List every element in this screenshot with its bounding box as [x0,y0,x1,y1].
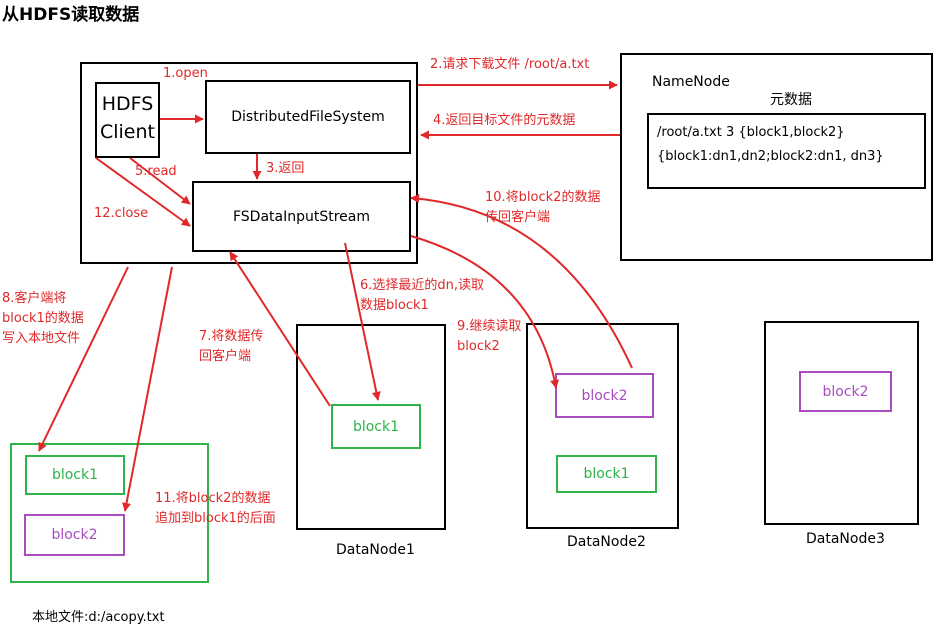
namenode-box [620,53,933,261]
step-9-label: 9.继续读取 block2 [457,319,522,354]
datanode2-block2: block2 [555,373,654,418]
local-file-label: 本地文件:d:/acopy.txt [32,610,165,625]
distributed-filesystem-box: DistributedFileSystem [205,80,411,154]
step-10-label: 10.将block2的数据 传回客户端 [485,190,601,225]
datanode3-box [764,321,919,525]
hdfs-client-box: HDFS Client [95,82,160,158]
step-6-label: 6.选择最近的dn,读取 数据block1 [360,278,485,313]
step-1-label: 1.open [163,66,208,81]
datanode1-label: DataNode1 [336,542,415,558]
local-block1: block1 [25,455,125,495]
step-12-label: 12.close [94,206,149,221]
distributed-filesystem-label: DistributedFileSystem [231,109,385,125]
datanode2-box [526,323,679,529]
metadata-title: 元数据 [770,92,812,108]
datanode2-label: DataNode2 [567,534,646,550]
metadata-line-2: {block1:dn1,dn2;block2:dn1, dn3} [657,149,884,164]
hdfs-client-label-line1: HDFS [101,93,154,115]
step-4-label: 4.返回目标文件的元数据 [433,113,576,128]
datanode3-label: DataNode3 [806,531,885,547]
datanode2-block1: block1 [556,455,657,493]
diagram-title: 从HDFS读取数据 [2,5,140,25]
hdfs-client-label-line2: Client [99,121,155,143]
datanode1-block1: block1 [331,404,421,449]
step-3-label: 3.返回 [266,161,305,176]
step-2-label: 2.请求下载文件 /root/a.txt [430,57,590,72]
fsdatainputstream-box: FSDataInputStream [192,181,411,252]
step-5-label: 5.read [135,164,177,179]
metadata-box: /root/a.txt 3 {block1,block2} {block1:dn… [647,113,926,189]
step-11-label: 11.将block2的数据 追加到block1的后面 [155,491,276,526]
namenode-title: NameNode [652,74,730,90]
local-block2: block2 [24,514,125,556]
datanode3-block2: block2 [799,371,892,412]
fsdatainputstream-label: FSDataInputStream [232,208,371,225]
step-7-label: 7.将数据传 回客户端 [199,329,264,364]
metadata-line-1: /root/a.txt 3 {block1,block2} [657,125,845,140]
step-8-label: 8.客户端将 block1的数据 写入本地文件 [2,291,84,346]
